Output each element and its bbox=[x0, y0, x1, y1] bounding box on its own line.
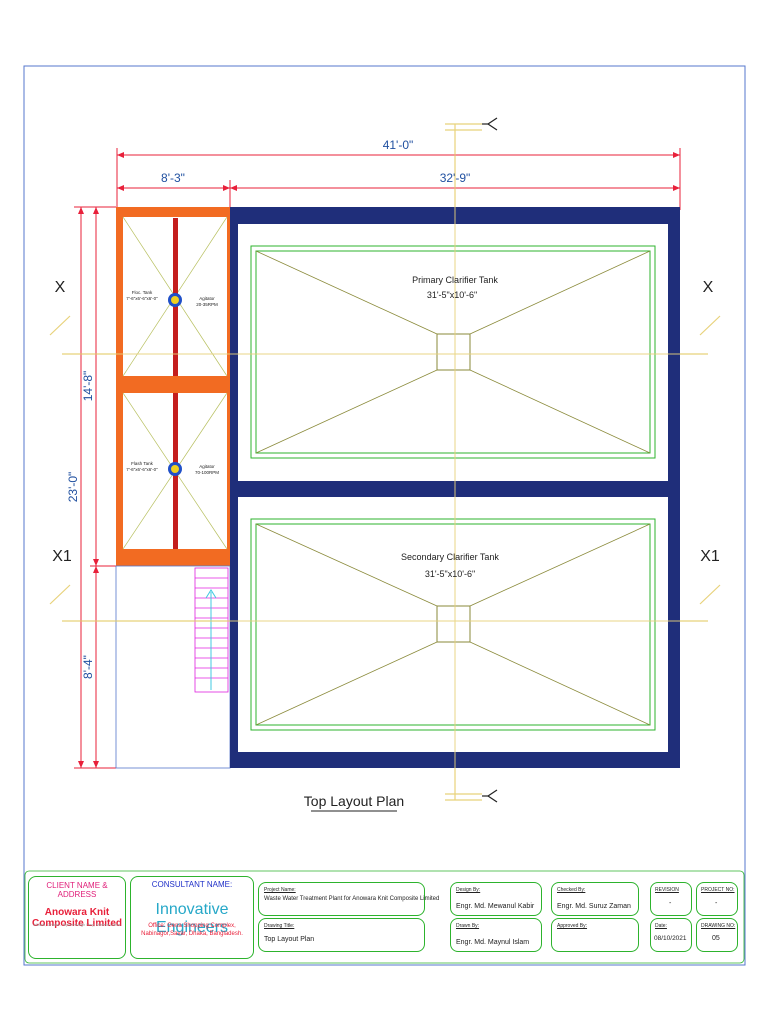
secondary-clarifier-size: 31'-5"x10'-6" bbox=[425, 569, 475, 579]
checked-by-label: Checked By: bbox=[557, 887, 586, 893]
drawn-by-box: Drawn By: Engr. Md. Maynul Islam bbox=[450, 918, 542, 952]
drawn-by-value: Engr. Md. Maynul Islam bbox=[456, 939, 530, 946]
drawing-title-label: Drawing Title: bbox=[264, 923, 295, 929]
horizontal-dimensions bbox=[116, 148, 681, 210]
revision-label: REVISION bbox=[655, 887, 679, 893]
checked-by-box: Checked By: Engr. Md. Suruz Zaman bbox=[551, 882, 639, 916]
drawing-title-box: Drawing Title: Top Layout Plan bbox=[258, 918, 425, 952]
section-mark-x-right: X bbox=[703, 279, 714, 296]
overall-width-label: 41'-0" bbox=[383, 138, 414, 152]
date-value: 08/10/2021 bbox=[654, 935, 687, 942]
drawing-no-box: DRAWING NO: 05 bbox=[696, 918, 738, 952]
project-no-value: - bbox=[715, 900, 718, 907]
consultant-address-line-1: Office: Gena Shopping Complex, bbox=[148, 923, 236, 929]
date-label: Date: bbox=[655, 923, 667, 929]
drawing-no-label: DRAWING NO: bbox=[701, 923, 736, 929]
section-lines-overlay bbox=[62, 124, 708, 800]
vertical-dimensions bbox=[74, 206, 116, 769]
primary-clarifier-name: Primary Clarifier Tank bbox=[412, 275, 498, 285]
consultant-box: CONSULTANT NAME: Innovative Engineers Of… bbox=[130, 876, 254, 959]
secondary-clarifier-name: Secondary Clarifier Tank bbox=[401, 552, 499, 562]
left-width-label: 8'-3" bbox=[161, 171, 185, 185]
client-box: CLIENT NAME & ADDRESS Anowara Knit Compo… bbox=[28, 876, 126, 959]
project-name-label: Project Name: bbox=[264, 887, 296, 893]
floc-agitator-icon bbox=[168, 293, 182, 307]
client-address: Mulaid, Dhaka - Mymensingh Hwy, Mawna Un… bbox=[33, 922, 121, 927]
consultant-heading: CONSULTANT NAME: bbox=[151, 880, 233, 889]
consultant-address-line-2: Nabinagor,Savar, Dhaka, Bangladesh. bbox=[141, 931, 243, 937]
dimension-arrows bbox=[117, 152, 680, 191]
upper-height-label: 14'-8" bbox=[81, 371, 95, 402]
flash-agitator-label: Agitator bbox=[199, 464, 215, 469]
revision-box: REVISION - bbox=[650, 882, 692, 916]
project-name-box: Project Name: Waste Water Treatment Plan… bbox=[258, 882, 439, 916]
project-no-box: PROJECT NO: - bbox=[696, 882, 738, 916]
design-by-value: Engr. Md. Mewanul Kabir bbox=[456, 903, 535, 910]
drawing-title: Top Layout Plan bbox=[304, 793, 404, 809]
section-arrow-top bbox=[482, 117, 498, 131]
floc-agitator-speed: 20-35RPM bbox=[196, 302, 218, 307]
approved-by-box: Approved By: bbox=[551, 918, 639, 952]
drawing-title-value: Top Layout Plan bbox=[264, 936, 315, 943]
approved-by-label: Approved By: bbox=[557, 923, 588, 929]
flash-agitator-icon bbox=[168, 462, 182, 476]
client-name: Anowara Knit Composite Limited bbox=[31, 907, 122, 929]
stair-direction-arrow bbox=[205, 589, 217, 690]
flash-tank-name: Flash Tank bbox=[131, 461, 153, 466]
revision-value: - bbox=[669, 900, 672, 907]
flash-agitator-speed: 70-100RPM bbox=[195, 470, 219, 475]
section-mark-x-left: X bbox=[55, 279, 66, 296]
design-by-label: Design By: bbox=[456, 887, 481, 893]
flash-tank-size: 7'-6"x6'-6"x6'-0" bbox=[126, 467, 158, 472]
primary-clarifier-size: 31'-5"x10'-6" bbox=[427, 290, 477, 300]
floc-tank-size: 7'-6"x6'-6"x6'-0" bbox=[126, 296, 158, 301]
design-by-box: Design By: Engr. Md. Mewanul Kabir bbox=[450, 882, 542, 916]
project-no-label: PROJECT NO: bbox=[701, 887, 735, 893]
secondary-clarifier-hopper bbox=[250, 518, 656, 731]
primary-clarifier-hopper bbox=[250, 245, 656, 459]
section-arrow-bottom bbox=[482, 789, 498, 803]
right-width-label: 32'-9" bbox=[440, 171, 471, 185]
drawing-frame bbox=[23, 65, 746, 966]
platform-outline bbox=[115, 565, 231, 769]
drawing-no-value: 05 bbox=[712, 935, 720, 942]
consultant-name: Innovative Engineers bbox=[155, 901, 229, 936]
title-block-border bbox=[24, 870, 745, 964]
lower-height-label: 8'-4" bbox=[81, 655, 95, 679]
overall-height-label: 23'-0" bbox=[66, 472, 80, 503]
floc-tank-name: Floc. Tank bbox=[132, 290, 153, 295]
checked-by-value: Engr. Md. Suruz Zaman bbox=[557, 903, 631, 910]
date-box: Date: 08/10/2021 bbox=[650, 918, 692, 952]
client-heading: CLIENT NAME & ADDRESS bbox=[46, 881, 108, 899]
section-mark-x1-left: X1 bbox=[52, 548, 72, 565]
section-mark-x1-right: X1 bbox=[700, 548, 720, 565]
drawn-by-label: Drawn By: bbox=[456, 923, 480, 929]
project-name-value: Waste Water Treatment Plant for Anowara … bbox=[264, 896, 440, 902]
floc-agitator-label: Agitator bbox=[199, 296, 215, 301]
